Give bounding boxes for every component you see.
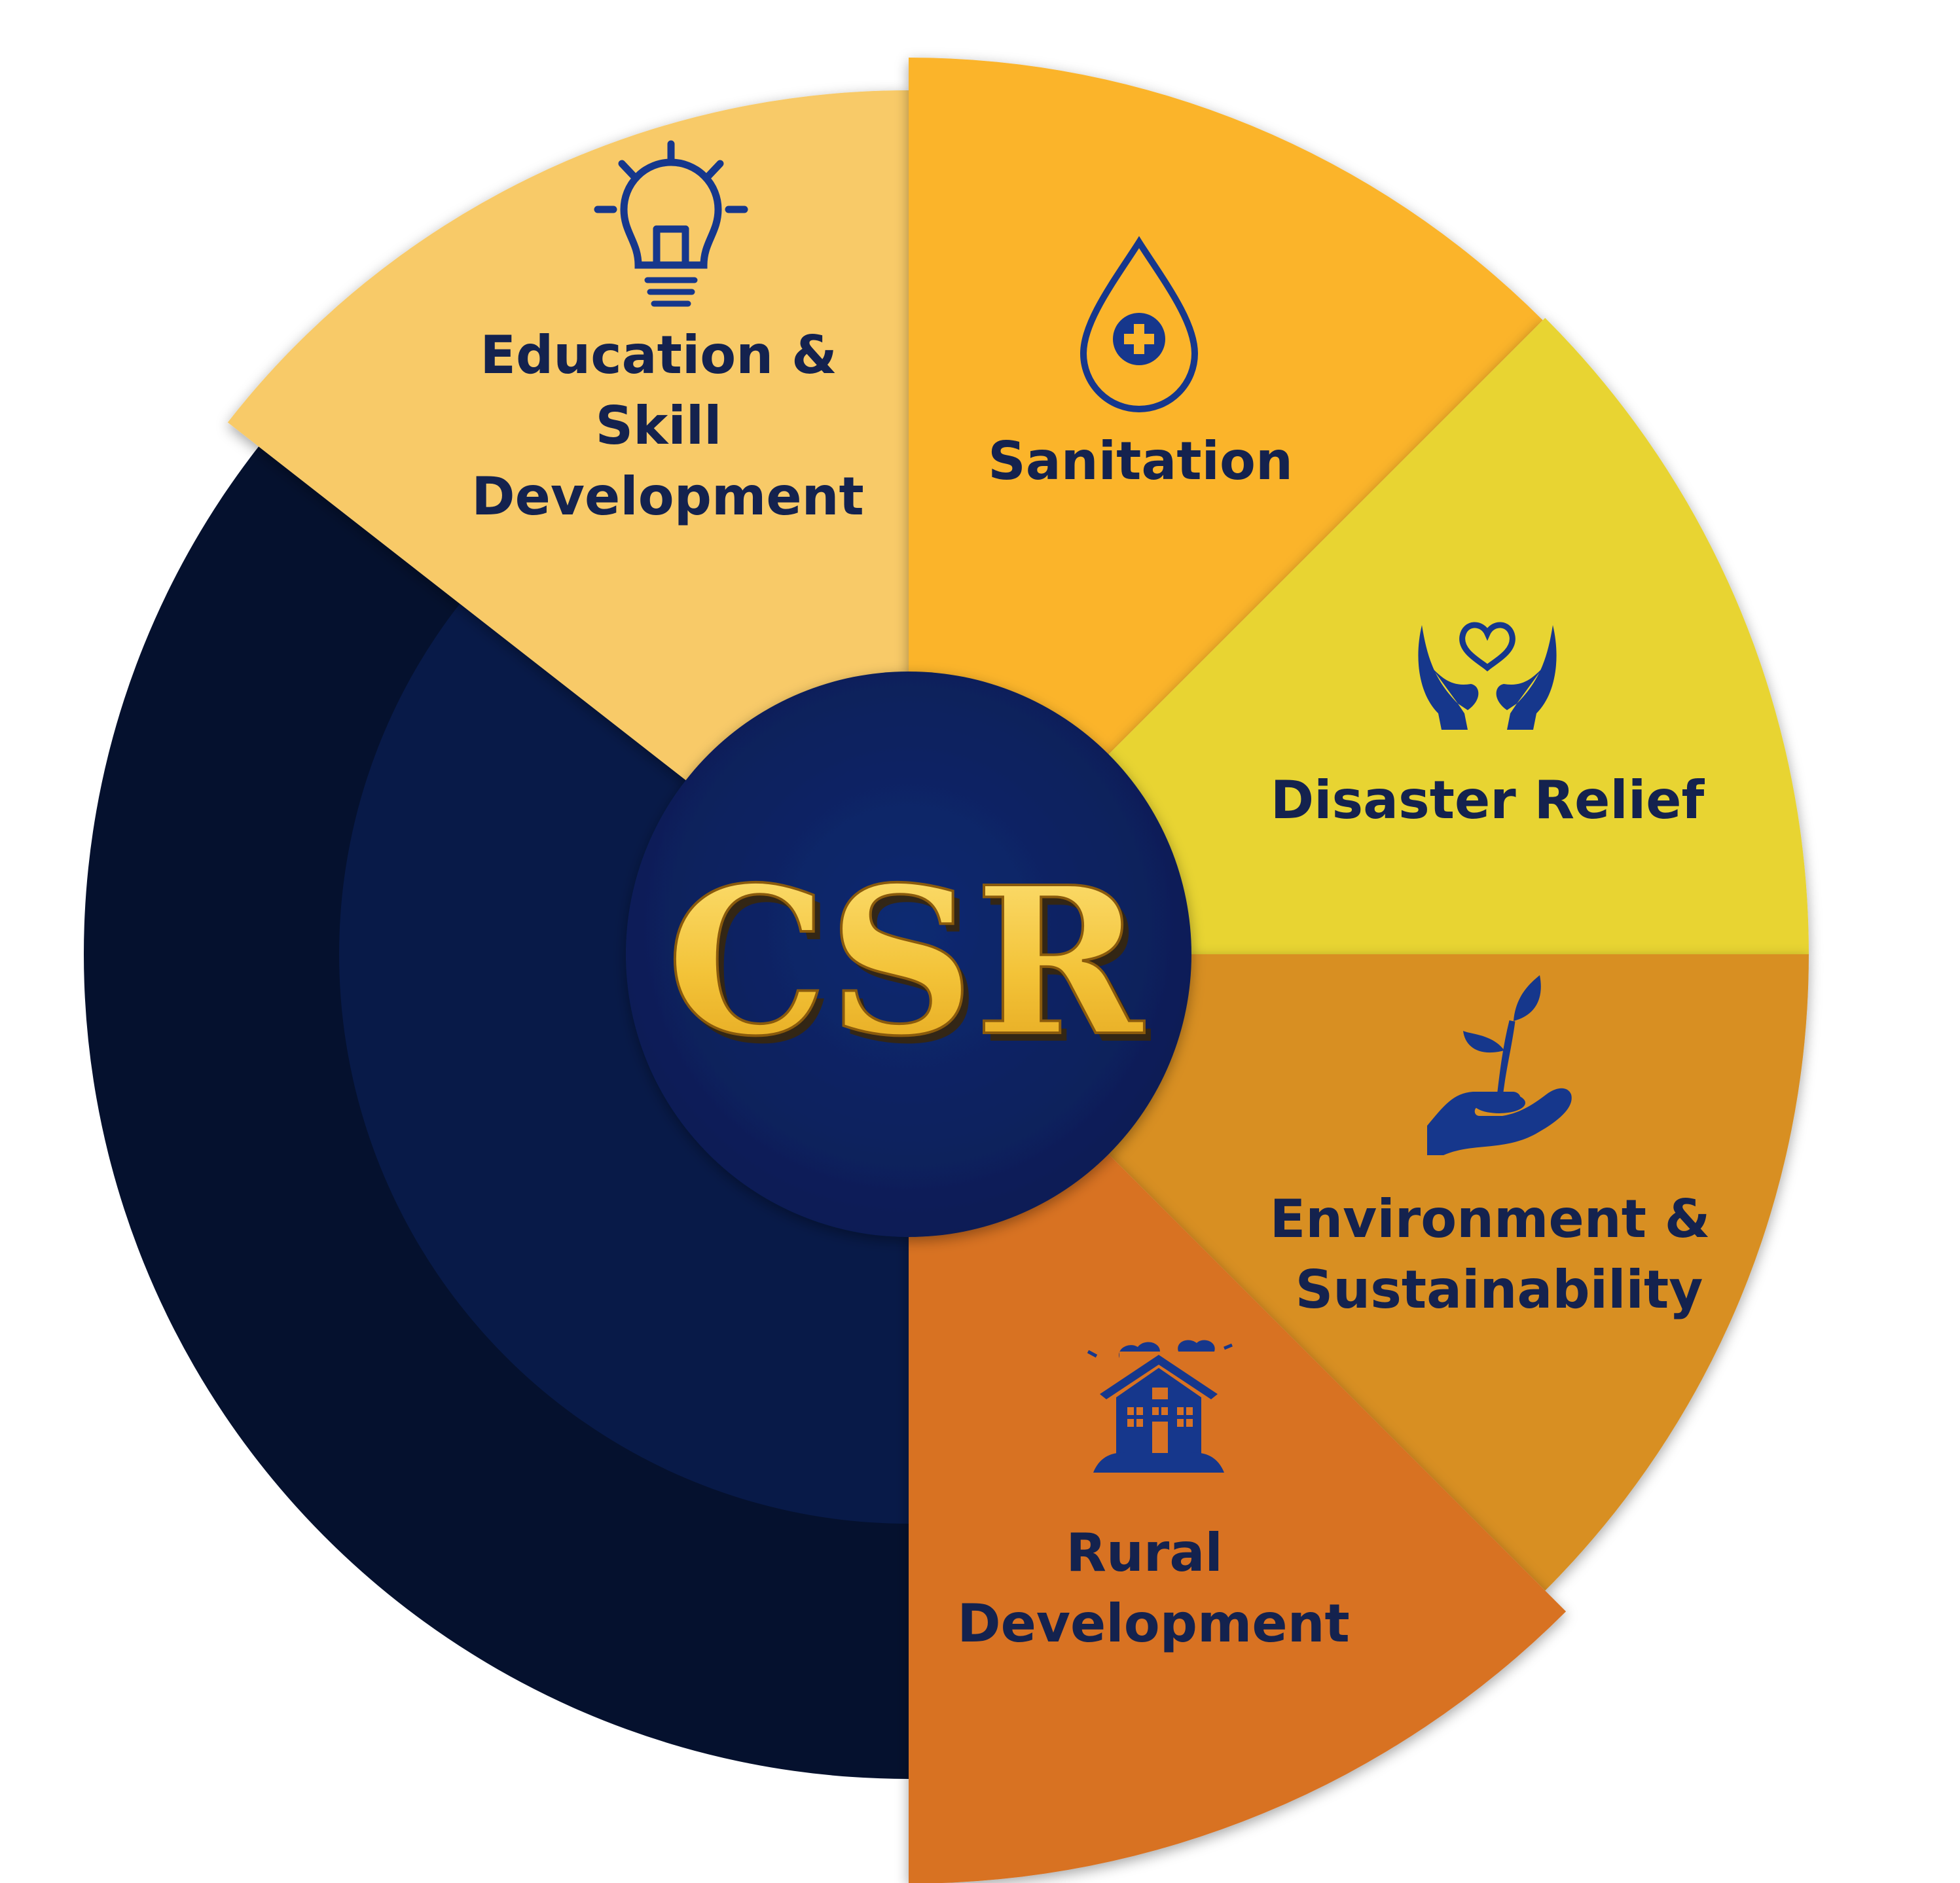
label-sanitation: Sanitation xyxy=(988,431,1293,492)
label-environment: Environment & Sustainability xyxy=(1270,1189,1729,1320)
center-label: CSR xyxy=(666,843,1146,1081)
segment-1 xyxy=(227,90,909,785)
dark-inner-ring xyxy=(339,603,909,1524)
label-rural-development: Rural Development xyxy=(957,1522,1350,1654)
label-education: Education & Skill Development xyxy=(471,325,864,527)
center-label-shadow: CSR xyxy=(673,851,1152,1089)
segment-3 xyxy=(1102,317,1809,955)
segment-2 xyxy=(909,58,1543,761)
rural-house-icon xyxy=(1087,1340,1233,1473)
segment-group xyxy=(227,58,1809,1883)
lightbulb-icon xyxy=(594,140,748,307)
hand-plant-icon xyxy=(1427,975,1572,1155)
hands-heart-icon xyxy=(1418,622,1557,730)
water-drop-plus-icon xyxy=(1080,236,1199,412)
segment-5 xyxy=(909,1148,1567,1883)
segment-labels: Education & Skill Development Sanitation… xyxy=(471,325,1729,1654)
center-circle xyxy=(626,672,1191,1237)
label-disaster-relief: Disaster Relief xyxy=(1271,770,1705,831)
segment-4 xyxy=(1102,954,1809,1591)
